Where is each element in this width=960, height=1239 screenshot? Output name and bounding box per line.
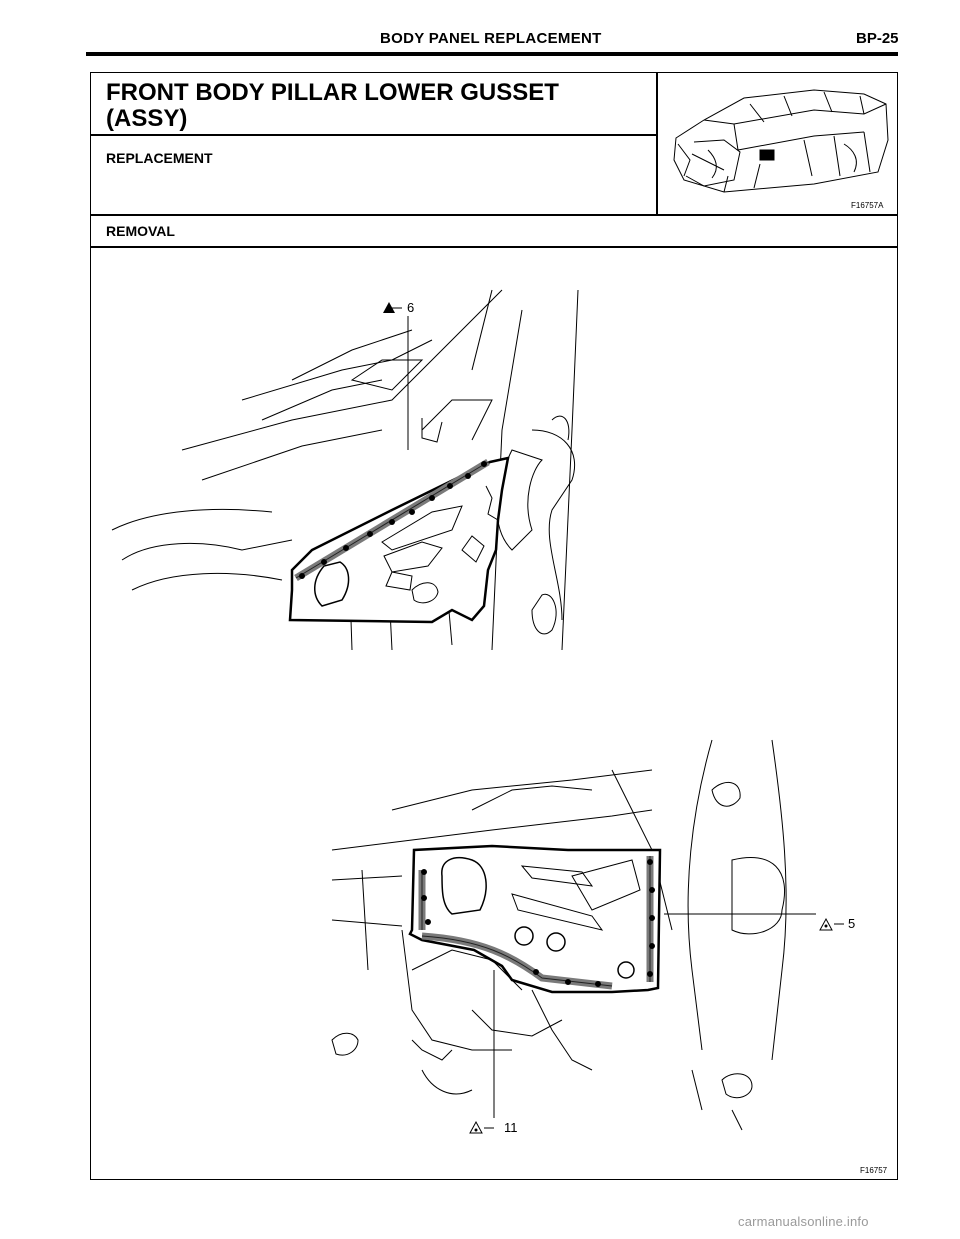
step-heading: REMOVAL [106,223,175,239]
main-figure-code: F16757 [860,1166,888,1175]
section-subtitle: REPLACEMENT [106,150,213,166]
callout-5: 5 [848,916,856,931]
frame-divider-title [90,134,656,136]
lower-body-structure [331,739,787,1131]
weld-mark-icon-outline [469,1120,483,1134]
frame-divider-step [90,246,898,248]
upper-gusset-panel [288,456,510,624]
thumbnail-figure-code: F16757A [851,201,884,210]
frame-divider-vertical [656,72,658,214]
weld-mark-icon [383,302,395,313]
callout-6: 6 [407,300,415,315]
page-number: BP-25 [856,30,899,47]
vehicle-body-thumbnail [673,89,889,193]
lower-gusset-panel [408,844,662,994]
gusset-removal-diagram [111,289,844,1134]
running-header-title: BODY PANEL REPLACEMENT [380,30,602,47]
frame-divider-top [90,214,898,216]
watermark: carmanualsonline.info [738,1214,869,1229]
callout-11: 11 [504,1120,518,1135]
header-rule [86,52,898,56]
section-title: FRONT BODY PILLAR LOWER GUSSET (ASSY) [106,79,559,132]
upper-body-structure [111,289,579,651]
content-frame [90,72,898,1180]
